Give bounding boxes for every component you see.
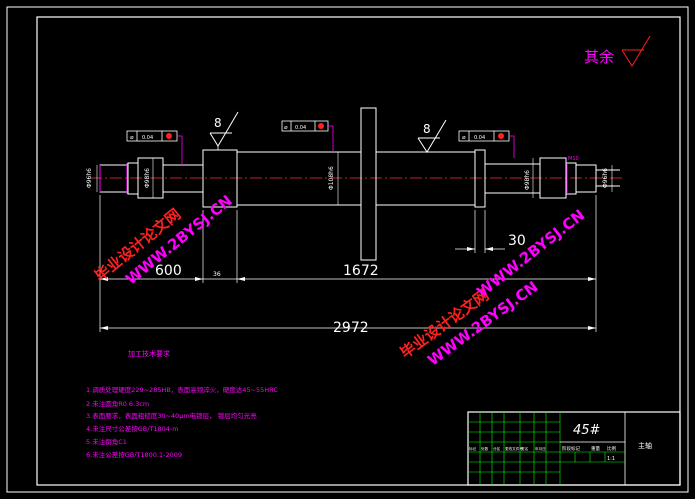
dim-600: 600 (155, 263, 182, 279)
diameter-labels: Φ96h6 Φ98h6 Φ108h6 Φ98h6 Φ96h6 M10 (86, 156, 609, 190)
chamfer-note: M10 (568, 156, 579, 162)
dia-right-label: Φ98h6 (524, 170, 531, 190)
col-mark: 标记 (469, 446, 477, 451)
title-block: 45# 阶段标记 重量 比例 1:1 主轴 标记 处数 分区 更改文件号 签名 … (467, 411, 681, 486)
gdt-3-symbol: ⌀ (462, 134, 466, 141)
arrowheads (100, 247, 596, 330)
note-2: 2.未注圆角R0.6.3cm (86, 399, 149, 408)
roughness-rest-label: 其余 (584, 48, 614, 66)
roughness-mark-2: 8 (417, 119, 447, 153)
dia-left-label: Φ96h6 (86, 168, 93, 188)
part-name: 主轴 (638, 441, 652, 450)
roughness-value-2: 8 (423, 122, 431, 136)
technical-notes: 加工技术要求 1.调质处理硬度229~285HB，表面高频淬火，硬度达45~55… (86, 349, 278, 459)
roughness-rest: 其余 (584, 35, 651, 67)
dia-left2-label: Φ98h6 (144, 168, 151, 188)
gdt-3-value: 0.04 (474, 135, 485, 141)
watermark-2: 毕业设计论文网 WWW.2BYSJ.CN (397, 277, 542, 369)
dim-1672: 1672 (343, 263, 379, 279)
col-zone: 分区 (493, 446, 501, 451)
gdt-frame-1: ⌀ 0.04 (126, 130, 183, 165)
note-3: 3.表面要求，表面粗糙度30~40μm电镀层， 镀层均匀光亮 (86, 411, 257, 420)
shaft (99, 107, 620, 261)
weight-label: 重量 (591, 445, 600, 452)
gdt-2-symbol: ⌀ (284, 124, 288, 131)
gdt-2-value: 0.04 (295, 125, 306, 131)
outer-border (6, 6, 689, 493)
note-6: 6.未注公差按GB/T1800.1-2009 (86, 450, 182, 459)
dia-mid-label: Φ108h6 (328, 166, 335, 190)
col-count: 处数 (481, 446, 489, 451)
inner-border (36, 16, 681, 486)
roughness-value-1: 8 (214, 116, 222, 130)
roughness-mark-1: 8 (209, 111, 239, 150)
note-1: 1.调质处理硬度229~285HB，表面高频淬火，硬度达45~55HRC (86, 385, 278, 394)
gdt-frame-2: ⌀ 0.04 (281, 120, 334, 152)
dim-30: 30 (508, 233, 526, 249)
col-change-doc: 更改文件号 (505, 446, 523, 451)
dia-right2-label: Φ96h6 (602, 168, 609, 188)
dim-36: 36 (213, 271, 221, 278)
stage-mark-label: 阶段标记 (562, 445, 580, 452)
notes-title: 加工技术要求 (128, 349, 170, 358)
dimension-lines (99, 195, 597, 332)
gdt-frame-3: ⌀ 0.04 (458, 130, 515, 158)
dimension-texts: 600 36 1672 30 2972 (155, 233, 526, 336)
gdt-1-value: 0.04 (142, 135, 153, 141)
gdt-1-symbol: ⌀ (130, 134, 134, 141)
diameter-leaders (96, 152, 613, 205)
scale-value: 1:1 (607, 456, 615, 462)
scale-header: 比例 (607, 445, 616, 452)
note-4: 4.未注尺寸公差按GB/T1804-m (86, 424, 179, 433)
material-label: 45# (573, 423, 601, 438)
dim-2972: 2972 (333, 320, 369, 336)
col-date: 年月日 (535, 446, 546, 451)
roughness-icon (621, 35, 651, 67)
note-5: 5.未注倒角C1 (86, 437, 127, 446)
chamfer-marks (99, 163, 568, 194)
col-signature: 签名 (521, 446, 529, 451)
